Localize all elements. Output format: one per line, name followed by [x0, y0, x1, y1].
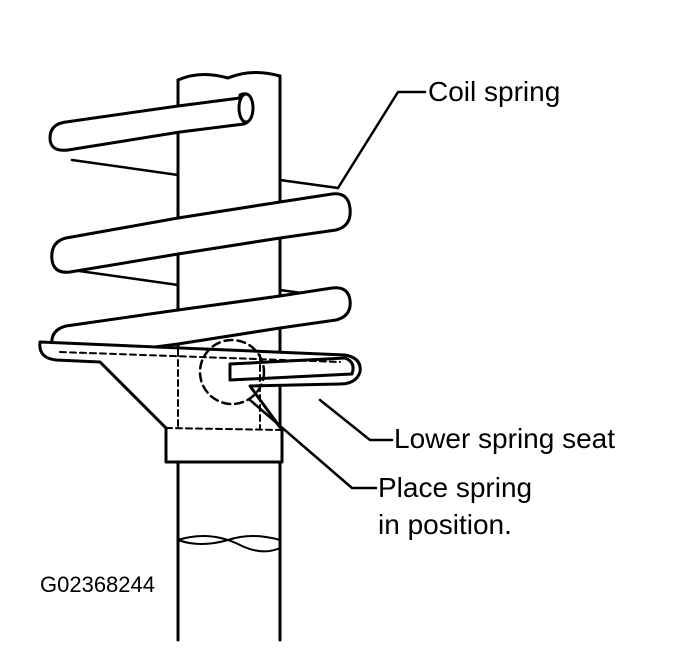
label-place-spring-line1: Place spring: [378, 472, 533, 503]
coil-spring-front: [48, 92, 352, 360]
label-coil-spring: Coil spring: [428, 76, 561, 107]
position-circle: [198, 338, 266, 406]
leader-lines: [248, 90, 427, 490]
label-lower-spring-seat: Lower spring seat: [394, 423, 616, 454]
lower-spring-seat: [38, 340, 362, 464]
label-place-spring-line2: in position.: [378, 509, 512, 540]
figure-id: G02368244: [40, 572, 155, 597]
